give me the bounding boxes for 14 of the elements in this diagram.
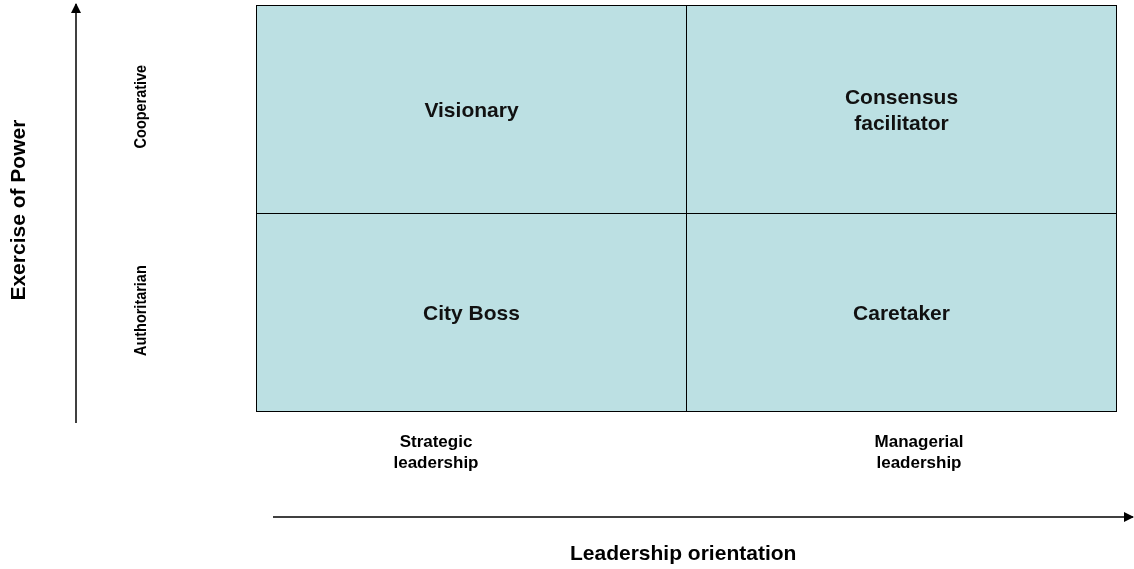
quadrant-cell xyxy=(686,5,1117,214)
quadrant-cell xyxy=(256,5,687,214)
quadrant-cell xyxy=(686,213,1117,412)
axis-level-label: Managerial leadership xyxy=(873,430,965,473)
quadrant-label: Caretaker xyxy=(853,299,950,326)
axis-level-label: Authoritarian xyxy=(129,264,151,356)
axis-level-label: Cooperative xyxy=(129,64,151,148)
quadrant-label: Visionary xyxy=(424,96,519,123)
axis-title: Exercise of Power xyxy=(4,119,30,301)
quadrant-cell xyxy=(256,213,687,412)
axis-level-label: Strategic leadership xyxy=(392,430,480,473)
axis-title: Leadership orientation xyxy=(570,540,797,566)
quadrant-label: City Boss xyxy=(423,299,520,326)
quadrant-label: Consensus facilitator xyxy=(843,84,960,135)
